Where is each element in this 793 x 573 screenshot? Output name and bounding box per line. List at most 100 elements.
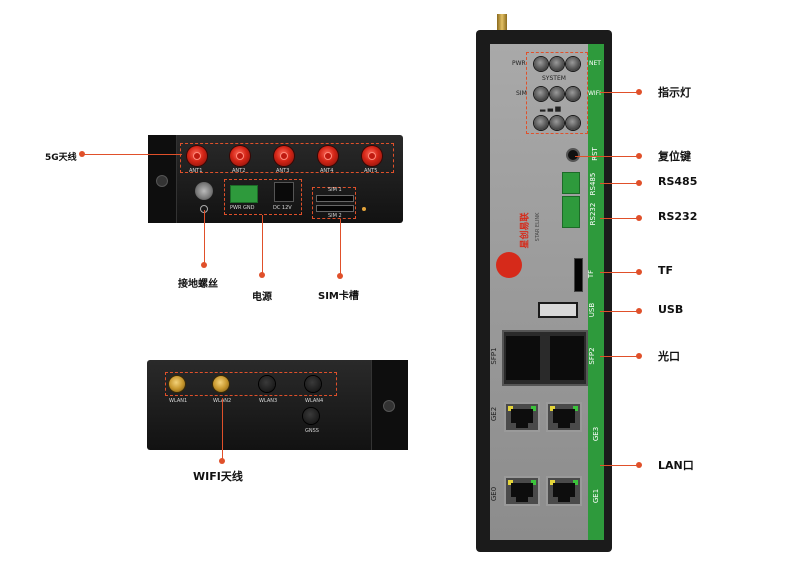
wlan1-port-icon [169, 376, 185, 392]
leader-wifi [222, 398, 223, 460]
antenna-port-1-icon [187, 146, 207, 166]
signal-led-4-icon [550, 116, 564, 130]
sfp2-port [550, 336, 584, 380]
sfp2-label: SFP2 [588, 347, 596, 365]
system-label: SYSTEM [542, 75, 566, 82]
front-panel-device: PWR SYSTEM SIM ▂ ▃ ▅ NET WIFI RST RS485 … [476, 30, 612, 552]
rst-label: RST [591, 147, 599, 161]
wlan3-port-icon [259, 376, 275, 392]
antenna-label-5: ANT5 [364, 168, 378, 174]
leader-5g [84, 154, 182, 155]
usb-port [538, 302, 578, 318]
sim-led-icon [534, 87, 548, 101]
callout-dot-5g [79, 151, 85, 157]
antenna-port-2-icon [230, 146, 250, 166]
brand-cn: 星创易联 [520, 212, 531, 249]
sim2-label: SIM 2 [328, 213, 342, 219]
gnss-label: GNSS [305, 428, 319, 434]
signal-led-1-icon [550, 87, 564, 101]
power-terminal-icon [230, 185, 258, 203]
callout-optical: 光口 [658, 350, 680, 363]
gnss-port-icon [303, 408, 319, 424]
antenna-label-4: ANT4 [320, 168, 334, 174]
leader-rs485 [600, 183, 638, 184]
wifi-antenna-group [165, 372, 337, 396]
screw-hole-icon [156, 175, 168, 187]
callout-tf: TF [658, 264, 674, 277]
wlan4-port-icon [305, 376, 321, 392]
rs232-label: RS232 [589, 202, 597, 226]
bottom-view-device: WLAN1 WLAN2 WLAN3 WLAN4 GNSS [147, 360, 408, 450]
antenna-label-1: ANT1 [189, 168, 203, 174]
antenna-port-3-icon [274, 146, 294, 166]
leader-sim [340, 219, 341, 274]
signal-led-2-icon [566, 87, 580, 101]
dc-jack-icon [274, 182, 294, 202]
rs485-label: RS485 [589, 172, 597, 196]
antenna-label-3: ANT3 [276, 168, 290, 174]
callout-rs232: RS232 [658, 210, 698, 223]
sim1-label: SIM 1 [328, 187, 342, 193]
pwr-led-icon [534, 57, 548, 71]
leader-rs232 [600, 218, 638, 219]
pwr-label: PWR [512, 60, 526, 67]
reset-button[interactable] [566, 148, 580, 162]
leader-optical [600, 356, 638, 357]
callout-dot-rs485 [636, 180, 642, 186]
net-label: NET [589, 60, 601, 67]
wlan4-label: WLAN4 [305, 398, 324, 404]
sim1-slot [316, 195, 354, 202]
tf-label: TF [587, 269, 595, 279]
leader-indicator [600, 92, 638, 93]
callout-power: 电源 [252, 292, 272, 303]
dc-jack-label: DC 12V [273, 205, 292, 211]
wlan3-label: WLAN3 [259, 398, 278, 404]
rs485-terminal-icon [562, 172, 580, 194]
system-led-1-icon [550, 57, 564, 71]
brand-en: STAR ELINK [535, 212, 541, 242]
callout-5g-antenna: 5G天线 [45, 153, 77, 163]
callout-dot-lan [636, 462, 642, 468]
sim-slot-group [312, 187, 356, 219]
system-led-2-icon [566, 57, 580, 71]
leader-tf [600, 272, 638, 273]
callout-dot-reset [636, 153, 642, 159]
signal-led-3-icon [534, 116, 548, 130]
screw-hole-icon [383, 400, 395, 412]
top-view-device: ANT1 ANT2 ANT3 ANT4 ANT5 PWR GND DC 12V … [148, 135, 403, 223]
antenna-port-4-icon [318, 146, 338, 166]
callout-dot-usb [636, 308, 642, 314]
sim-led-icon [362, 207, 366, 211]
sfp1-port [506, 336, 540, 380]
antenna-label-2: ANT2 [232, 168, 246, 174]
leader-ground [204, 210, 205, 263]
callout-dot-ground [201, 262, 207, 268]
antenna-port-5-icon [362, 146, 382, 166]
power-terminal-label: PWR GND [230, 205, 255, 211]
tf-slot [574, 258, 583, 292]
ge1-port [546, 476, 582, 506]
signal-bars-icon: ▂ ▃ ▅ [540, 104, 561, 112]
wlan2-port-icon [213, 376, 229, 392]
callout-indicator: 指示灯 [658, 86, 691, 99]
wifi-label: WIFI [588, 90, 601, 97]
callout-dot-optical [636, 353, 642, 359]
leader-lan [600, 465, 638, 466]
rs232-terminal-icon [562, 196, 580, 228]
callout-dot-tf [636, 269, 642, 275]
callout-dot-rs232 [636, 215, 642, 221]
led-group [526, 52, 588, 134]
sfp1-label: SFP1 [490, 347, 498, 365]
ge3-port [546, 402, 582, 432]
ge0-port [504, 476, 540, 506]
ge1-label: GE1 [592, 488, 600, 504]
ge2-port [504, 402, 540, 432]
callout-dot-indicator [636, 89, 642, 95]
callout-ground-screw: 接地螺丝 [178, 279, 218, 290]
leader-reset [575, 156, 638, 157]
antenna-group [180, 143, 394, 173]
antenna-stub-icon [497, 14, 507, 38]
callout-dot-sim [337, 273, 343, 279]
ge0-label: GE0 [490, 486, 498, 502]
callout-usb: USB [658, 303, 684, 316]
